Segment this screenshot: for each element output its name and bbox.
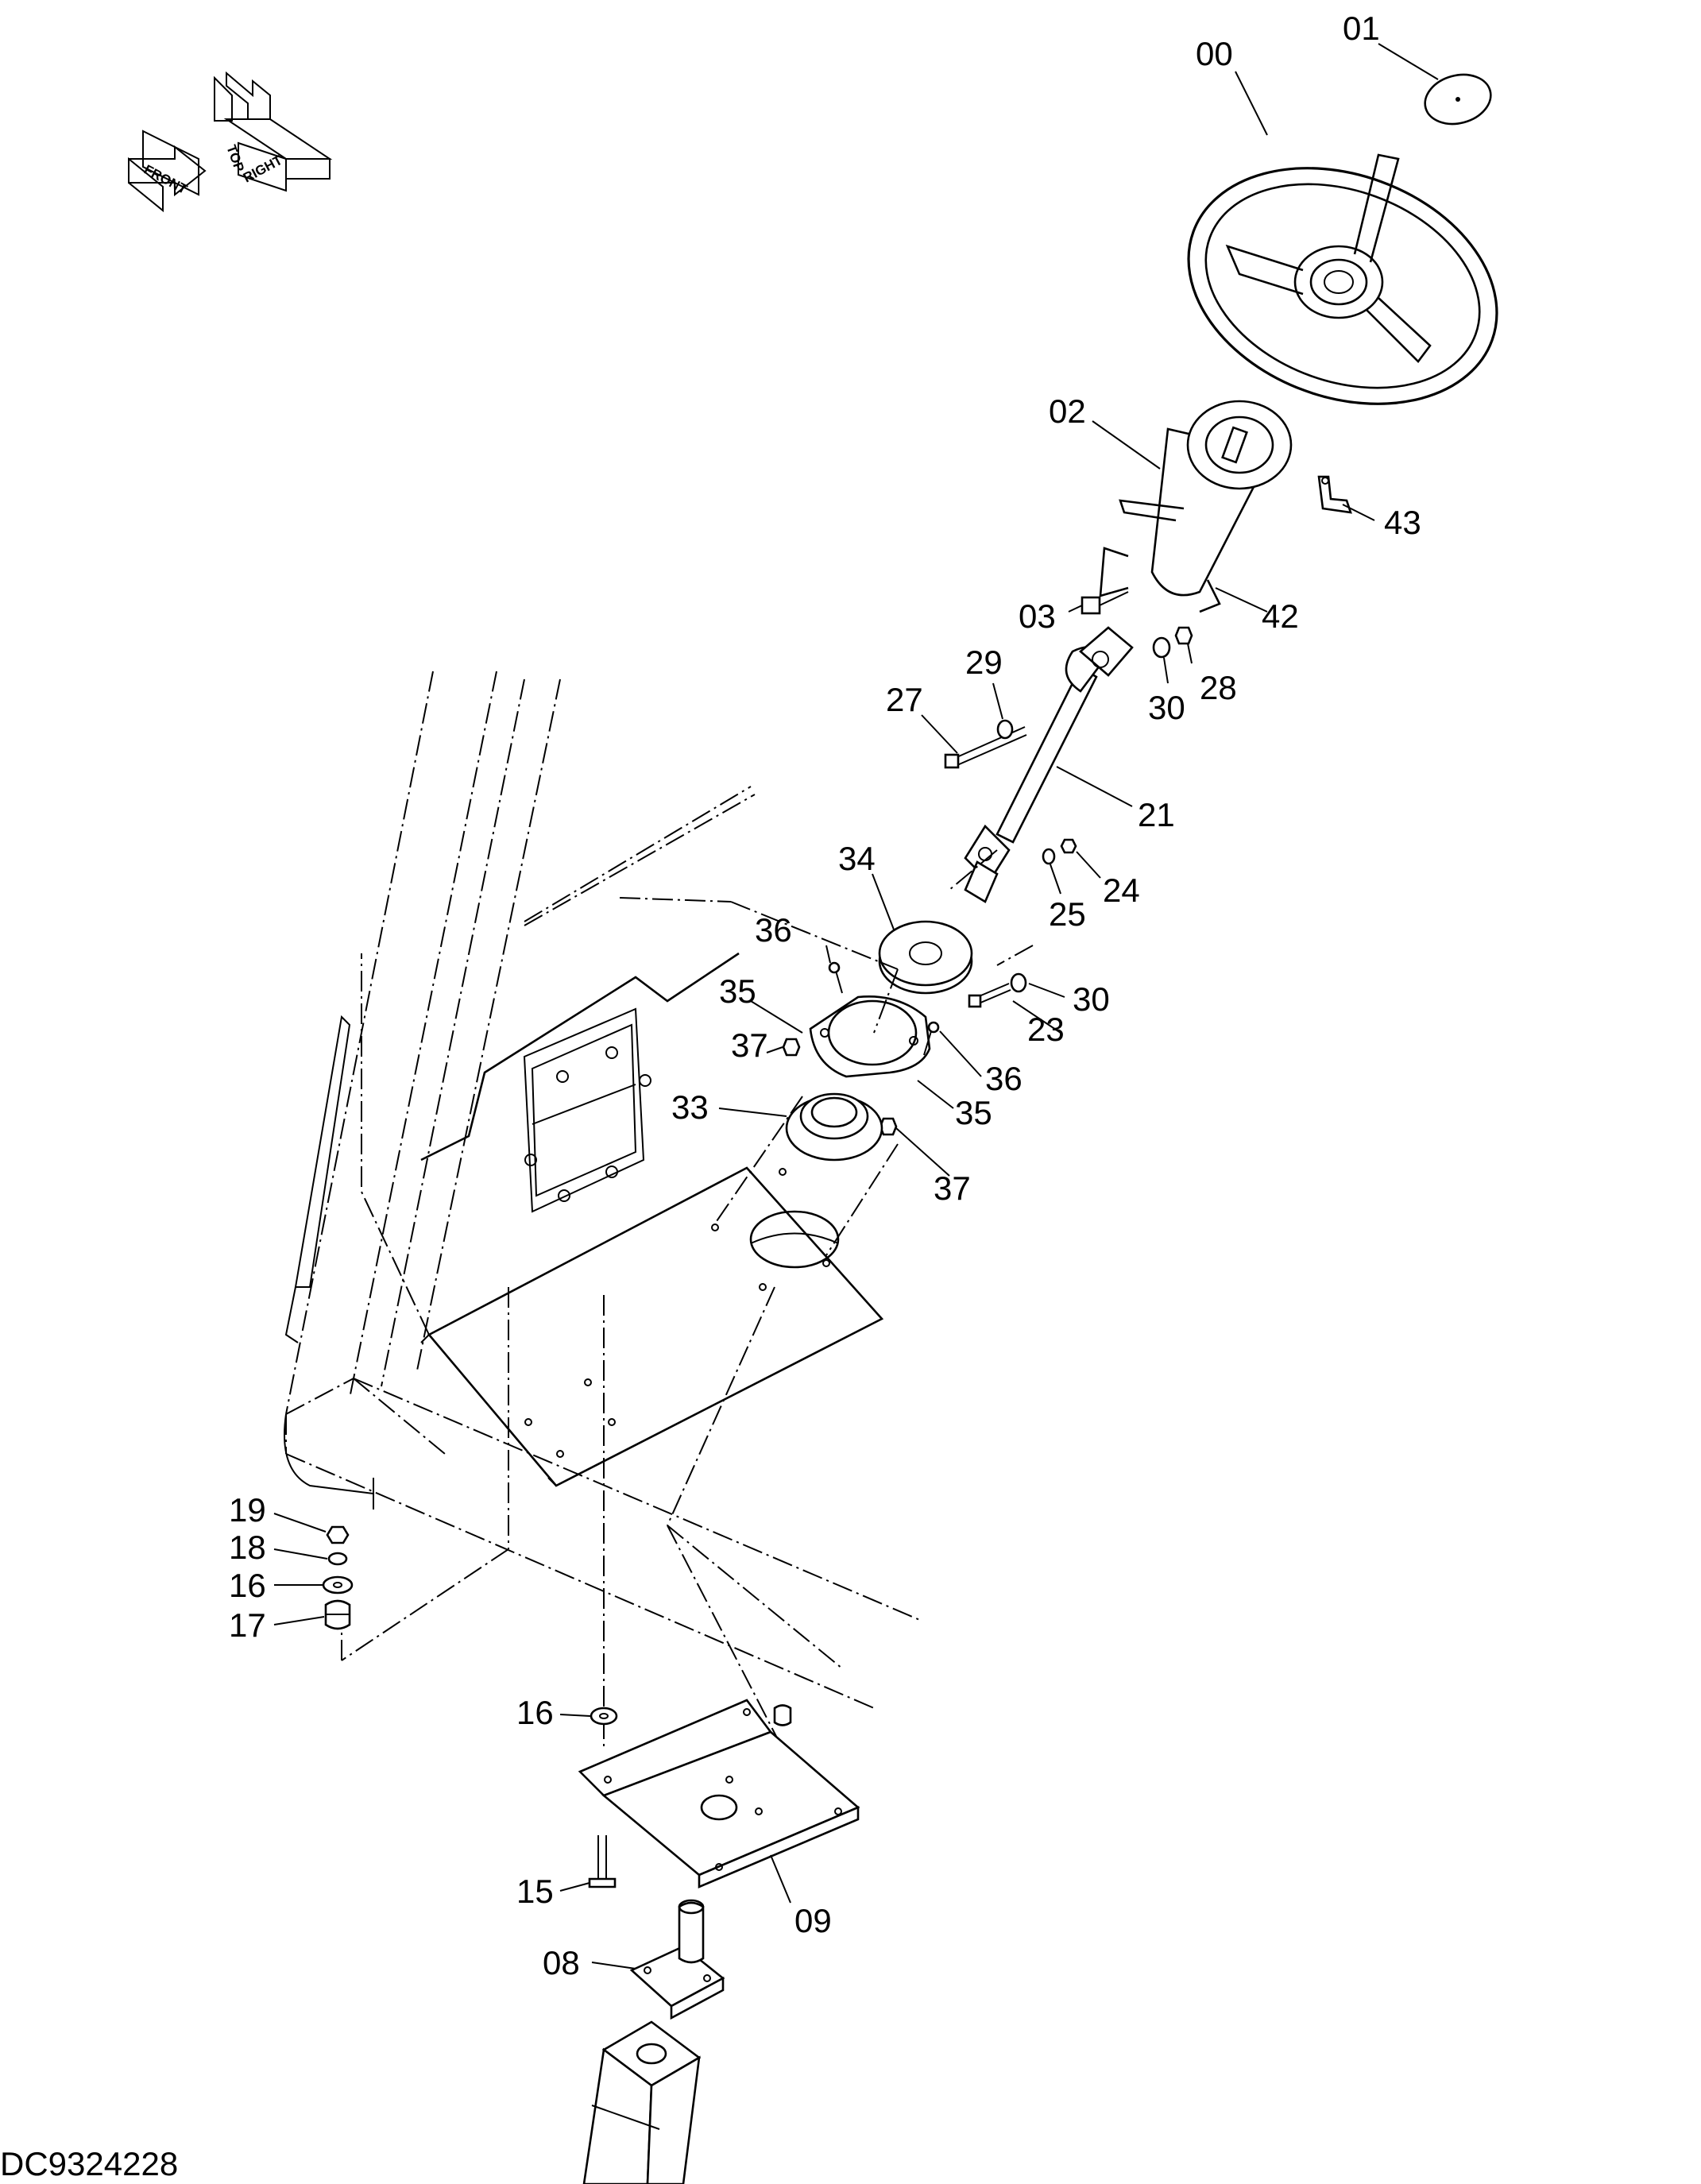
steering-column <box>1099 400 1293 613</box>
callout-42: 42 <box>1262 597 1299 635</box>
screw-36-lower <box>923 1021 940 1056</box>
callout-36-lower: 36 <box>985 1060 1023 1097</box>
bolt-27 <box>944 726 1027 769</box>
top-label: TOP <box>223 143 247 174</box>
callout-35-right: 35 <box>955 1094 992 1131</box>
callout-27: 27 <box>886 681 923 718</box>
screw-36-upper <box>828 961 843 994</box>
mounting-bracket-09 <box>578 1699 860 1888</box>
bracket-43 <box>1317 475 1352 514</box>
front-label: FRONT <box>141 162 190 198</box>
cab-frame <box>284 671 922 1709</box>
steering-wheel <box>1187 153 1498 405</box>
washer-25 <box>1042 848 1056 865</box>
bolt-15 <box>588 1835 617 1888</box>
console-panel <box>420 952 740 1213</box>
washer-16-lower <box>590 1707 618 1726</box>
orientation-indicator: FRONT TOP RIGHT <box>128 71 333 213</box>
callout-08: 08 <box>543 1944 580 1981</box>
callout-15: 15 <box>516 1873 554 1910</box>
nut-24 <box>1060 838 1077 854</box>
callout-28: 28 <box>1200 669 1237 706</box>
phantom-lines <box>341 849 1034 1772</box>
callout-16-upper: 16 <box>229 1567 266 1604</box>
callout-34: 34 <box>838 840 876 877</box>
washer-30-lower <box>1010 972 1027 993</box>
bolt-23 <box>968 983 1011 1008</box>
nut-37-left <box>782 1038 801 1057</box>
callout-09: 09 <box>794 1902 832 1939</box>
callout-21: 21 <box>1138 796 1175 833</box>
leader-lines <box>273 43 1439 1969</box>
callout-00: 00 <box>1196 35 1233 72</box>
washer-29 <box>996 719 1014 740</box>
callout-30-lower: 30 <box>1073 980 1110 1018</box>
horn-cap <box>1424 73 1492 126</box>
callout-25: 25 <box>1049 895 1086 933</box>
boot-34 <box>878 920 973 995</box>
callout-29: 29 <box>965 644 1003 681</box>
plate-35 <box>809 995 931 1078</box>
callout-35-left: 35 <box>719 972 756 1010</box>
callout-03: 03 <box>1019 597 1056 635</box>
steering-valve-body <box>582 2020 702 2184</box>
callout-36-upper: 36 <box>755 911 792 949</box>
mount-stack <box>322 1525 354 1630</box>
floor-plate <box>361 953 884 1487</box>
callout-43: 43 <box>1384 504 1421 541</box>
callout-labels: 01 00 02 43 03 42 29 30 28 27 21 34 24 3… <box>229 10 1421 1981</box>
washer-30-upper <box>1152 636 1171 659</box>
bushing-33 <box>785 1092 883 1162</box>
callout-24: 24 <box>1103 872 1140 909</box>
callout-18: 18 <box>229 1529 266 1566</box>
callout-30-upper: 30 <box>1148 689 1185 726</box>
callout-19: 19 <box>229 1491 266 1529</box>
callout-37-right: 37 <box>934 1169 971 1207</box>
drawing-code: DC9324228 <box>0 2145 178 2182</box>
callout-02: 02 <box>1049 392 1086 430</box>
callout-17: 17 <box>229 1606 266 1644</box>
callout-23: 23 <box>1027 1011 1065 1048</box>
nut-28 <box>1174 626 1193 645</box>
callout-37-left: 37 <box>731 1026 768 1064</box>
callout-33: 33 <box>671 1088 709 1126</box>
right-label: RIGHT <box>241 153 285 186</box>
callout-16-lower: 16 <box>516 1694 554 1731</box>
steering-valve-flange <box>629 1899 725 2020</box>
callout-01: 01 <box>1343 10 1380 47</box>
